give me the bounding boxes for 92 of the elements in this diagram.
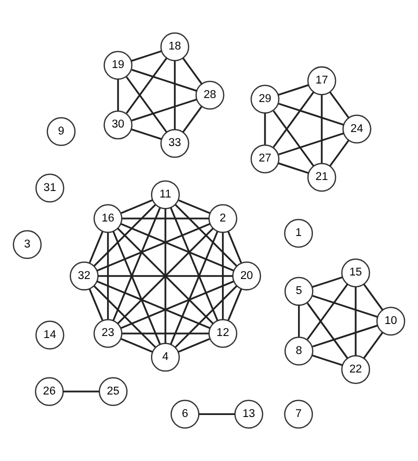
connector [363, 332, 384, 359]
node-circle: 10 [376, 306, 406, 336]
node-circle: 7 [284, 400, 313, 429]
connector [122, 218, 209, 220]
node-circle: 33 [160, 128, 190, 158]
connector [96, 280, 210, 329]
node-circle: 26 [34, 377, 64, 406]
node-circle: 15 [341, 258, 370, 288]
connector [63, 390, 100, 392]
connector [132, 98, 197, 122]
node-circle: 20 [232, 262, 262, 290]
connector [164, 208, 166, 344]
node-circle: 27 [250, 144, 280, 174]
connector [298, 305, 300, 337]
connector [272, 110, 314, 167]
node-circle: 19 [104, 50, 132, 80]
node-circle: 14 [35, 320, 64, 350]
connector [312, 276, 342, 288]
connector [320, 94, 323, 164]
node-circle: 13 [234, 400, 264, 429]
connector [264, 113, 266, 145]
connector [98, 275, 233, 277]
connector [182, 106, 202, 133]
connector [174, 204, 238, 267]
connector [178, 338, 210, 353]
connector [312, 354, 343, 366]
connector [306, 302, 348, 359]
connector [227, 231, 242, 264]
connector [174, 285, 238, 348]
connector [126, 76, 168, 133]
connector [182, 58, 202, 84]
node-circle: 8 [284, 336, 314, 366]
node-circle: 23 [94, 319, 122, 348]
connector [126, 58, 168, 114]
node-circle: 3 [12, 230, 42, 260]
node-circle: 1 [284, 218, 313, 248]
connector [120, 280, 234, 329]
connector [278, 84, 309, 96]
node-circle: 31 [35, 174, 64, 203]
connector [329, 92, 350, 118]
connector [107, 232, 109, 320]
node-circle: 21 [307, 162, 336, 192]
node-circle: 4 [150, 342, 180, 372]
connector [88, 231, 104, 264]
node-circle: 16 [94, 204, 122, 233]
connector [112, 231, 161, 345]
node-circle: 11 [150, 180, 180, 210]
connector [228, 288, 242, 320]
node-circle: 5 [284, 276, 314, 306]
connector [363, 284, 384, 311]
connector [170, 207, 218, 321]
connector [312, 295, 378, 318]
node-circle: 17 [307, 66, 336, 96]
node-circle: 30 [104, 110, 132, 140]
connector [96, 223, 210, 272]
node-circle: 12 [208, 319, 238, 348]
connector [178, 199, 210, 214]
connector [117, 228, 214, 324]
connector [130, 50, 162, 62]
connector [120, 223, 234, 272]
node-circle: 22 [341, 355, 370, 384]
connector [94, 204, 156, 267]
connector [94, 285, 156, 348]
connector [131, 128, 162, 140]
connector [198, 413, 235, 416]
connector [222, 232, 224, 320]
node-circle: 9 [46, 117, 76, 146]
connector [120, 338, 153, 353]
node-circle: 25 [98, 377, 128, 406]
connector [170, 231, 218, 345]
node-circle: 29 [250, 84, 280, 114]
connector [132, 68, 197, 92]
node-circle: 32 [70, 262, 99, 290]
node-circle: 18 [160, 32, 190, 62]
connector [329, 140, 350, 167]
connector [278, 132, 344, 156]
connector [278, 102, 344, 126]
connector [312, 324, 378, 348]
connector [122, 332, 209, 334]
node-circle: 2 [208, 204, 238, 233]
connector [278, 162, 309, 174]
node-circle: 6 [170, 400, 200, 429]
connector [174, 60, 176, 130]
connector [272, 91, 314, 148]
connector [117, 79, 119, 111]
connector [112, 207, 161, 321]
connector [120, 199, 153, 214]
node-circle: 28 [195, 80, 224, 110]
connector [88, 288, 104, 320]
connector [354, 287, 357, 356]
node-circle: 24 [342, 114, 372, 144]
connector [306, 284, 348, 340]
